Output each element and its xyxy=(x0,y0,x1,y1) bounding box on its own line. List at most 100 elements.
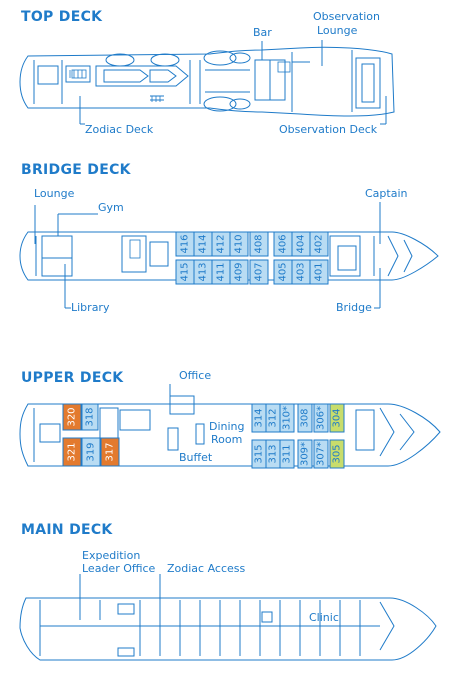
cabin-number: 304 xyxy=(332,408,343,427)
cabin-405: 405 xyxy=(273,259,293,285)
cabin-number: 321 xyxy=(67,442,78,461)
cabin-310-star: 310* xyxy=(279,403,295,433)
cabin-312: 312 xyxy=(265,403,281,433)
cabin-box xyxy=(329,403,345,433)
captain-label: Captain xyxy=(365,187,408,200)
cabin-number: 415 xyxy=(180,262,191,281)
bridge-deck-hull xyxy=(19,231,439,281)
cabin-411: 411 xyxy=(211,259,231,285)
cabin-414: 414 xyxy=(193,231,213,257)
observation-lounge-label-line2: Lounge xyxy=(317,24,358,37)
bar-label: Bar xyxy=(253,26,272,39)
cabin-315: 315 xyxy=(251,439,267,469)
cabin-box xyxy=(279,403,295,433)
cabin-box xyxy=(313,403,329,433)
cabin-number: 314 xyxy=(254,408,265,427)
cabin-number: 318 xyxy=(85,407,96,426)
cabin-313: 313 xyxy=(265,439,281,469)
cabin-number: 405 xyxy=(278,262,289,281)
cabin-box xyxy=(81,437,101,467)
cabin-305: 305 xyxy=(329,439,345,469)
cabin-403: 403 xyxy=(291,259,311,285)
cabin-number: 409 xyxy=(234,262,245,281)
cabin-401: 401 xyxy=(309,259,329,285)
expedition-leader-office-label-line1: Expedition xyxy=(82,549,141,562)
top-deck-hull xyxy=(19,46,395,117)
cabin-408: 408 xyxy=(249,231,269,257)
cabin-number: 312 xyxy=(268,408,279,427)
cabin-409: 409 xyxy=(229,259,249,285)
cabin-307-star: 307* xyxy=(313,439,329,469)
cabin-number: 308 xyxy=(300,408,311,427)
cabin-412: 412 xyxy=(211,231,231,257)
cabin-box xyxy=(313,439,329,469)
cabin-box xyxy=(309,231,329,257)
cabin-number: 412 xyxy=(216,234,227,253)
cabin-number: 403 xyxy=(296,262,307,281)
cabin-406: 406 xyxy=(273,231,293,257)
cabin-number: 407 xyxy=(254,262,265,281)
cabin-number: 413 xyxy=(198,262,209,281)
top-deck-plan xyxy=(19,40,395,125)
cabin-number: 404 xyxy=(296,234,307,253)
bridge-cabins: 416 414 412 410 408 406 404 402 415 413 411 409 407 4… xyxy=(175,231,329,285)
cabin-box xyxy=(329,439,345,469)
cabin-box xyxy=(249,259,269,285)
cabin-box xyxy=(309,259,329,285)
cabin-number: 306* xyxy=(316,406,327,430)
cabin-number: 320 xyxy=(67,407,78,426)
cabin-box xyxy=(297,403,313,433)
cabin-309-star: 309* xyxy=(297,439,313,469)
cabin-number: 305 xyxy=(332,444,343,463)
cabin-number: 414 xyxy=(198,234,209,253)
cabin-number: 317 xyxy=(105,442,116,461)
dining-room-label-line2: Room xyxy=(211,433,243,446)
cabin-box xyxy=(62,437,82,467)
main-deck-plan xyxy=(19,574,437,661)
cabin-number: 416 xyxy=(180,234,191,253)
cabin-box xyxy=(297,439,313,469)
upper-deck-title: UPPER DECK xyxy=(21,370,124,386)
bridge-label: Bridge xyxy=(336,301,372,314)
cabin-number: 402 xyxy=(314,234,325,253)
cabin-404: 404 xyxy=(291,231,311,257)
cabin-box xyxy=(62,403,82,431)
library-label: Library xyxy=(71,301,110,314)
cabin-319: 319 xyxy=(81,437,101,467)
main-deck-title: MAIN DECK xyxy=(21,522,113,538)
cabin-number: 307* xyxy=(316,442,327,466)
cabin-317: 317 xyxy=(100,437,120,467)
office-label: Office xyxy=(179,369,212,382)
dining-room-label-line1: Dining xyxy=(209,420,245,433)
cabin-number: 319 xyxy=(86,442,97,461)
top-deck-title: TOP DECK xyxy=(21,9,103,25)
cabin-number: 315 xyxy=(254,444,265,463)
bridge-deck-plan: 416 414 412 410 408 406 404 402 415 413 411 409 407 4… xyxy=(19,202,439,309)
cabin-402: 402 xyxy=(309,231,329,257)
cabin-number: 310* xyxy=(282,406,293,430)
observation-lounge-label-line1: Observation xyxy=(313,10,380,23)
cabin-416: 416 xyxy=(175,231,195,257)
cabin-311: 311 xyxy=(279,439,295,469)
cabin-306-star: 306* xyxy=(313,403,329,433)
main-deck-hull xyxy=(19,597,437,661)
expedition-leader-office-label-line2: Leader Office xyxy=(82,562,156,575)
cabin-number: 406 xyxy=(278,234,289,253)
buffet-label: Buffet xyxy=(179,451,213,464)
cabin-number: 411 xyxy=(216,262,227,281)
cabin-308: 308 xyxy=(297,403,313,433)
cabin-number: 410 xyxy=(234,234,245,253)
lounge-label: Lounge xyxy=(34,187,75,200)
cabin-320: 320 xyxy=(62,403,82,431)
cabin-407: 407 xyxy=(249,259,269,285)
cabin-number: 401 xyxy=(314,262,325,281)
cabin-318: 318 xyxy=(81,403,99,431)
cabin-number: 313 xyxy=(268,444,279,463)
bridge-deck-title: BRIDGE DECK xyxy=(21,162,131,178)
cabin-box xyxy=(229,231,249,257)
zodiac-deck-label: Zodiac Deck xyxy=(85,123,154,136)
gym-label: Gym xyxy=(98,201,124,214)
